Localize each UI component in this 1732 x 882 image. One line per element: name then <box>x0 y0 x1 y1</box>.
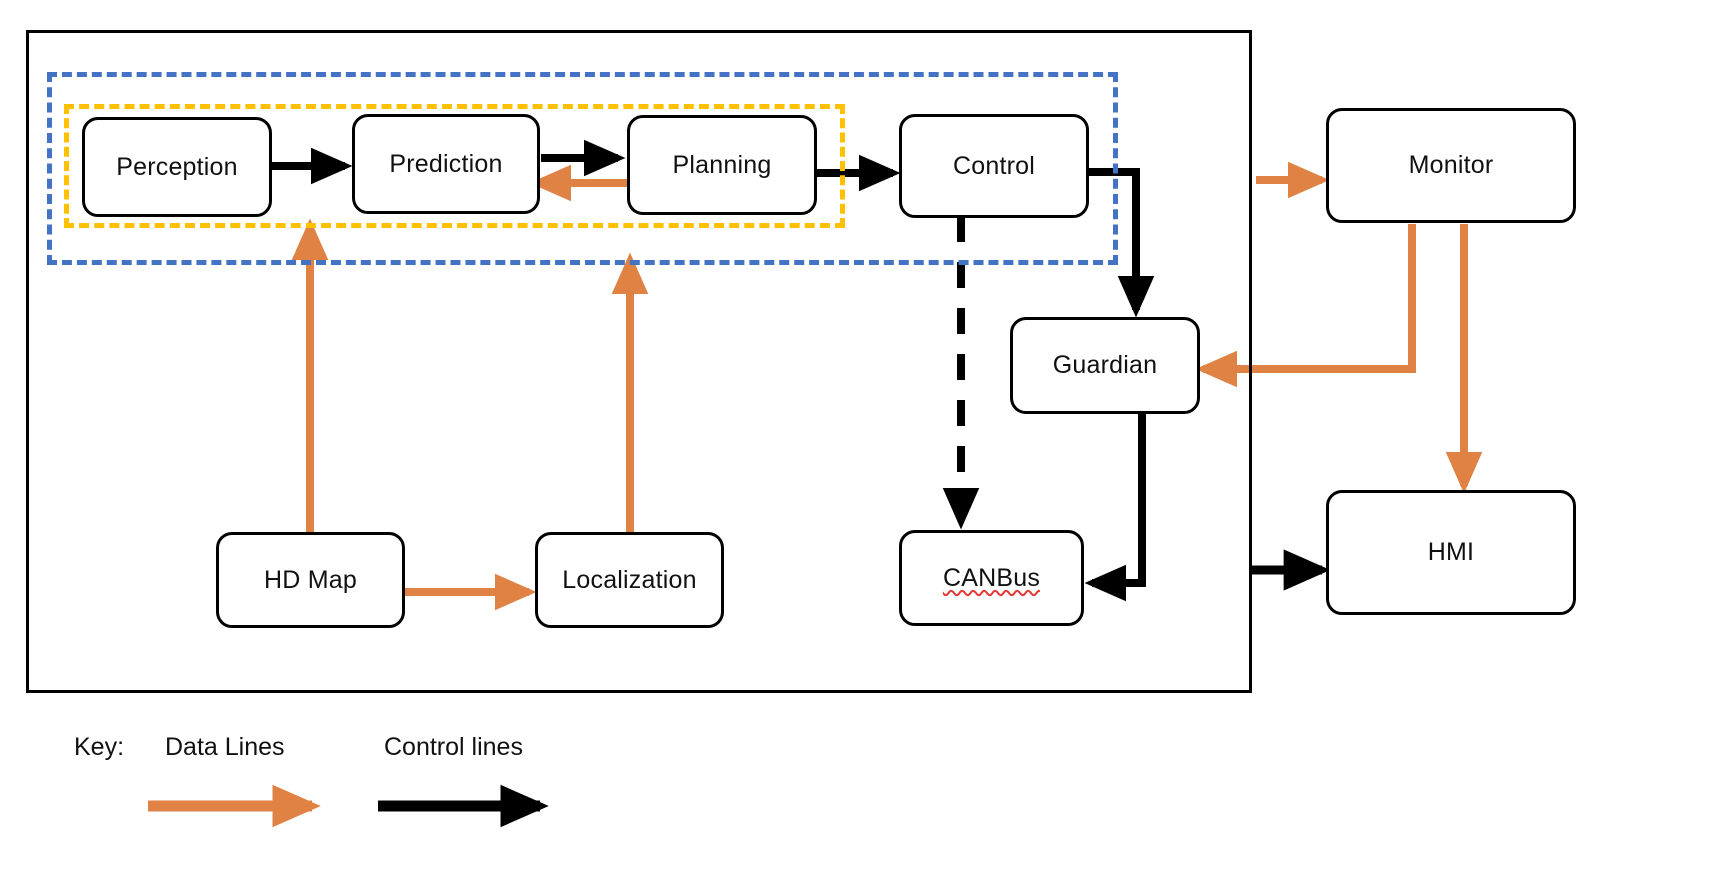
node-perception-label: Perception <box>116 152 238 181</box>
edge-monitor-to-guardian <box>1195 224 1416 388</box>
node-prediction[interactable]: Prediction <box>352 114 540 214</box>
node-hd-map[interactable]: HD Map <box>216 532 405 628</box>
node-monitor[interactable]: Monitor <box>1326 108 1576 223</box>
node-guardian-label: Guardian <box>1052 351 1158 379</box>
node-hmi-label: HMI <box>1427 538 1475 566</box>
key-title: Key: <box>74 733 125 761</box>
node-canbus[interactable]: CANBus <box>899 530 1084 626</box>
key-item-control-lines-label: Control lines <box>384 733 523 761</box>
system-frame <box>26 30 1252 693</box>
key-item-data-lines-label: Data Lines <box>165 733 285 761</box>
node-prediction-label: Prediction <box>389 149 503 178</box>
edge-control-to-guardian <box>1089 168 1155 318</box>
edge-guardian-to-canbus <box>1084 414 1146 602</box>
inner-boundary-gold <box>64 104 845 228</box>
node-hmi[interactable]: HMI <box>1326 490 1576 615</box>
node-hd-map-label: HD Map <box>264 565 357 594</box>
node-localization-label: Localization <box>562 565 697 594</box>
node-canbus-label: CANBus <box>942 563 1041 592</box>
outer-boundary-blue <box>47 72 1118 265</box>
node-planning[interactable]: Planning <box>627 115 817 215</box>
node-localization[interactable]: Localization <box>535 532 724 628</box>
node-monitor-label: Monitor <box>1408 151 1494 179</box>
node-guardian[interactable]: Guardian <box>1010 317 1200 414</box>
node-perception[interactable]: Perception <box>82 117 272 217</box>
node-control-label: Control <box>953 151 1035 180</box>
node-planning-label: Planning <box>672 150 772 179</box>
node-control[interactable]: Control <box>899 114 1089 218</box>
